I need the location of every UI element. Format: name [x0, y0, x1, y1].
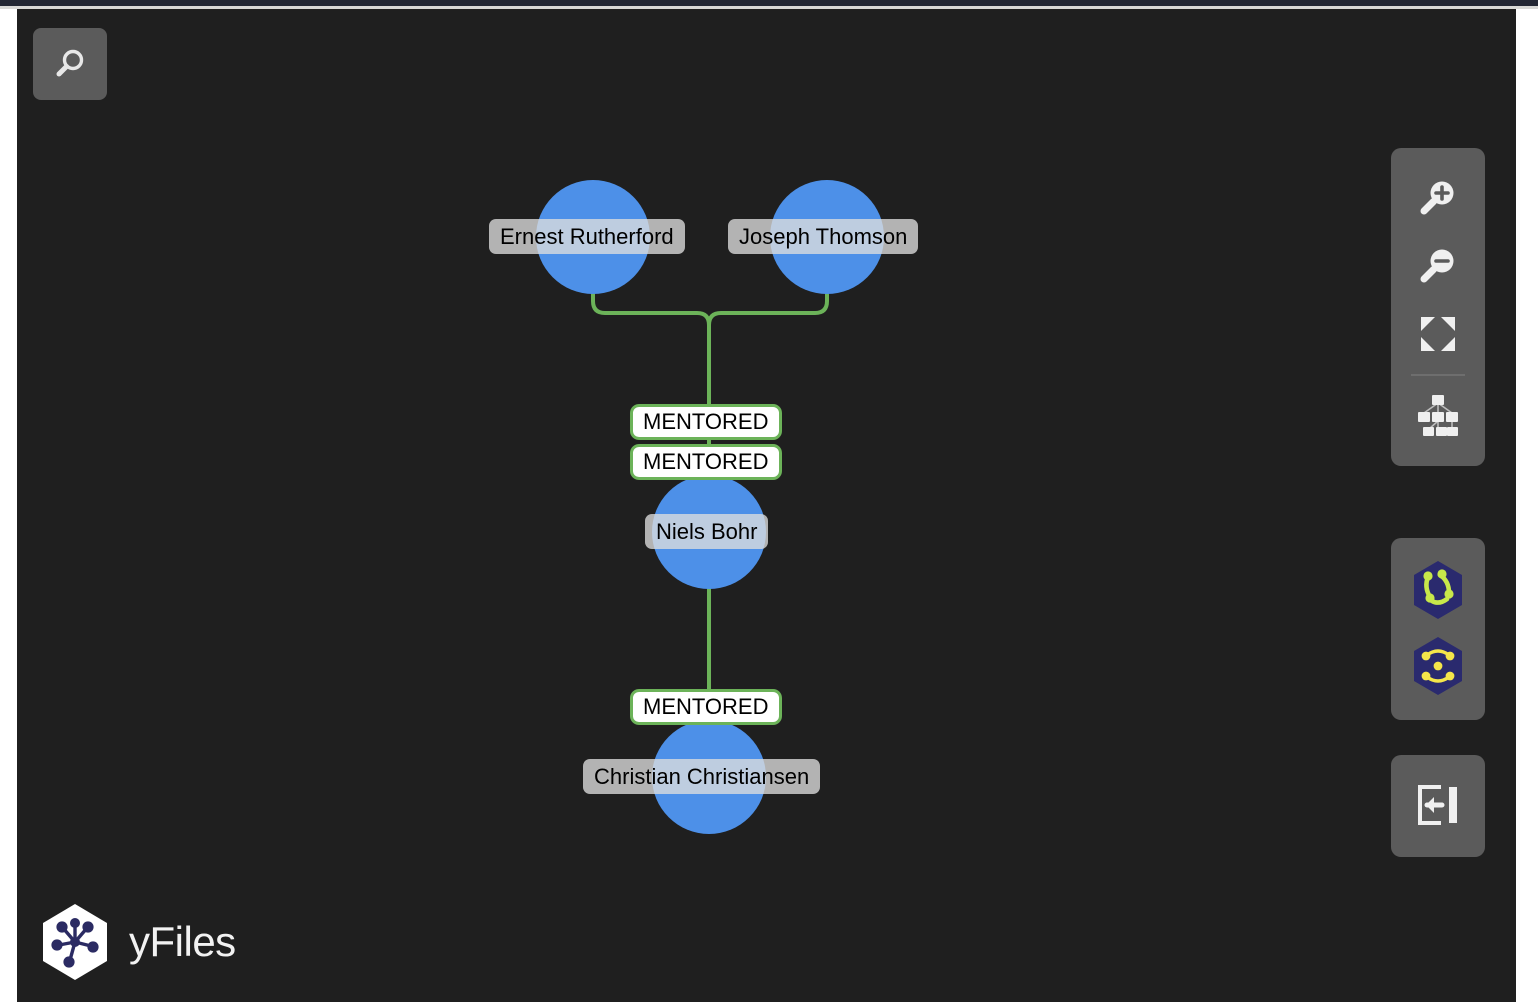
hierarchic-layout-button[interactable] — [1401, 380, 1475, 448]
yfiles-mark-icon — [43, 904, 107, 980]
edge-label-mentored-2[interactable]: MENTORED — [630, 444, 782, 480]
node-label-thomson[interactable]: Joseph Thomson — [728, 219, 919, 254]
yfiles-wordmark: yFiles — [129, 918, 236, 965]
yfiles-logo: yFiles — [37, 902, 236, 982]
radial-layout-button[interactable] — [1401, 628, 1475, 704]
node-label-rutherford[interactable]: Ernest Rutherford — [489, 219, 685, 254]
edge-label-mentored-1[interactable]: MENTORED — [630, 404, 782, 440]
search-button[interactable] — [33, 28, 107, 100]
graph-canvas[interactable]: MENTORED MENTORED MENTORED Ernest Ruther… — [17, 9, 1516, 1002]
fit-content-icon — [1421, 317, 1455, 351]
browser-top-divider — [0, 6, 1538, 9]
collapse-sidebar-icon — [1418, 785, 1457, 825]
node-label-christiansen[interactable]: Christian Christiansen — [583, 759, 821, 794]
zoom-toolbar — [1391, 148, 1485, 466]
edge-label-mentored-3[interactable]: MENTORED — [630, 689, 782, 725]
fit-content-button[interactable] — [1401, 300, 1475, 368]
edge-thomson-bohr[interactable] — [707, 291, 829, 411]
organic-layout-button[interactable] — [1401, 552, 1475, 628]
hierarchic-layout-icon — [1418, 395, 1458, 436]
search-icon — [56, 49, 84, 77]
layout-style-toolbar — [1391, 538, 1485, 720]
zoom-in-icon — [1420, 181, 1454, 215]
node-label-bohr[interactable]: Niels Bohr — [645, 514, 769, 549]
graph-nodes-layer — [536, 180, 884, 834]
organic-layout-icon — [1414, 561, 1462, 619]
zoom-out-button[interactable] — [1401, 232, 1475, 300]
panel-toolbar — [1391, 755, 1485, 857]
zoom-in-button[interactable] — [1401, 164, 1475, 232]
toolbar-divider — [1411, 374, 1465, 376]
browser-top-strip — [0, 0, 1538, 6]
toggle-sidebar-button[interactable] — [1401, 771, 1475, 839]
zoom-out-icon — [1420, 249, 1454, 283]
radial-layout-icon — [1414, 637, 1462, 695]
